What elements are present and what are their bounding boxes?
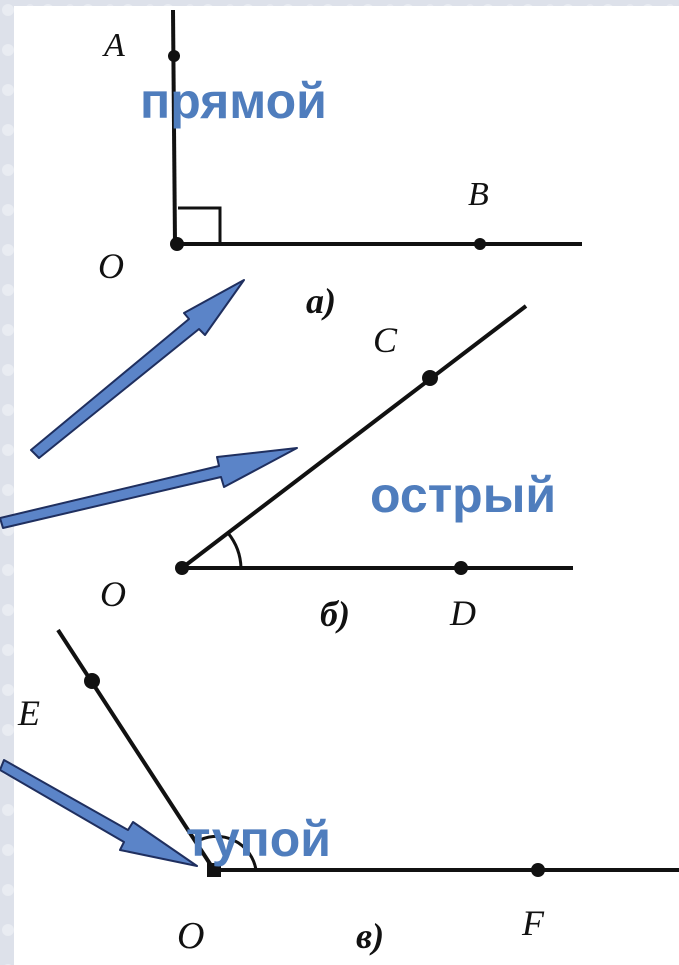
point-c — [422, 370, 438, 386]
arrow-to-obtuse-angle — [0, 759, 198, 867]
label-b: B — [468, 176, 489, 213]
point-a — [168, 50, 180, 62]
label-c: C — [373, 320, 398, 360]
ray-oa — [171, 9, 177, 245]
caption-c: в) — [356, 916, 384, 956]
acute-angle-arc — [226, 532, 243, 569]
caption-b: б) — [320, 594, 350, 634]
arrow-to-right-angle — [30, 279, 245, 459]
left-border-strip — [0, 0, 14, 965]
label-a: A — [102, 27, 125, 64]
diagram-obtuse-angle: E F O в) — [17, 628, 679, 957]
vertex-o-c — [207, 863, 221, 877]
pointer-arrows — [0, 279, 298, 867]
word-acute-angle: острый — [370, 467, 556, 523]
vertex-o-a — [170, 237, 184, 251]
vertex-o-b — [175, 561, 189, 575]
point-f — [531, 863, 545, 877]
label-o-c: O — [177, 915, 204, 957]
word-right-angle: прямой — [140, 73, 327, 129]
label-o-a: O — [98, 246, 124, 286]
caption-a: а) — [306, 281, 336, 321]
obtuse-angle-arc — [195, 834, 258, 871]
diagram-right-angle: A B O а) — [98, 9, 582, 321]
label-e: E — [17, 693, 40, 733]
right-angle-mark — [178, 206, 222, 244]
point-d — [454, 561, 468, 575]
point-b — [474, 238, 486, 250]
label-d: D — [449, 593, 476, 633]
arrow-to-acute-angle — [0, 447, 298, 529]
top-border-strip — [0, 0, 679, 6]
diagram-acute-angle: C D O б) — [100, 304, 573, 634]
label-o-b: O — [100, 574, 126, 614]
ray-oc — [180, 304, 528, 570]
word-obtuse-angle: тупой — [186, 811, 331, 867]
label-f: F — [521, 903, 545, 943]
ray-oe — [56, 628, 216, 872]
point-e — [84, 673, 100, 689]
